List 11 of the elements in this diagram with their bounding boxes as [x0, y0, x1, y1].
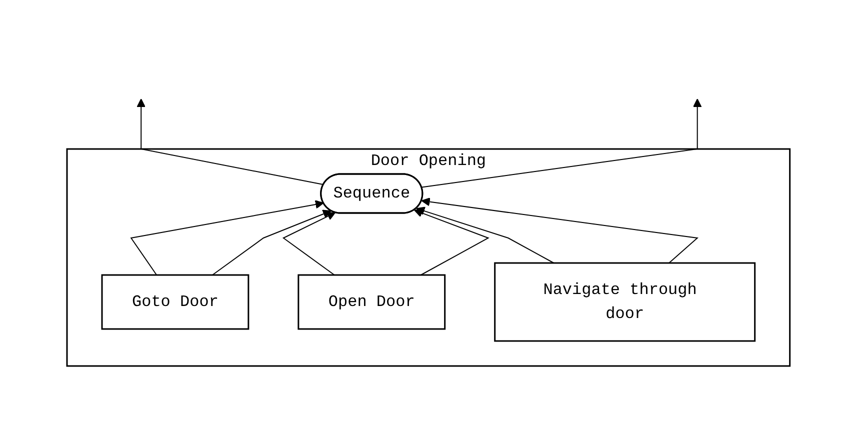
- arrow: [282, 212, 336, 276]
- node-box: Goto Door: [100, 274, 249, 330]
- arrow: [414, 208, 489, 276]
- node-box: Navigate through door: [494, 262, 756, 342]
- arrow: [130, 200, 324, 276]
- arrow: [416, 206, 554, 264]
- arrow: [136, 98, 324, 186]
- arrow: [420, 98, 702, 188]
- arrow: [212, 210, 332, 276]
- node-box: Open Door: [297, 274, 446, 330]
- arrow: [420, 197, 698, 264]
